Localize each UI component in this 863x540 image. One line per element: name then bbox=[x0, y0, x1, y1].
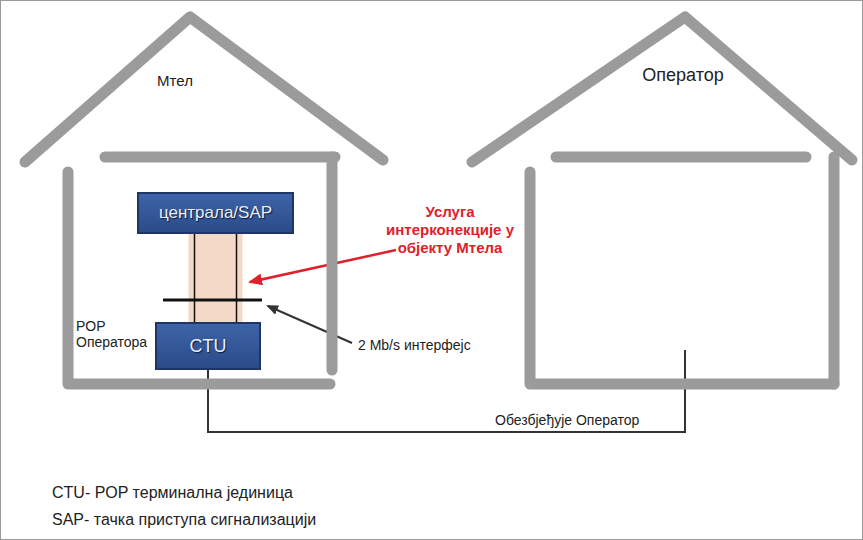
box-label: централа/SAP bbox=[159, 203, 272, 223]
house-wall bbox=[327, 157, 338, 370]
interconnection-link bbox=[189, 234, 243, 322]
house-wall bbox=[530, 172, 834, 384]
legend-note: CTU- POP терминална јединица bbox=[52, 484, 293, 502]
pop-label: POP Оператора bbox=[76, 318, 160, 350]
exchange-sap-box: централа/SAP bbox=[137, 192, 294, 234]
interface-label: 2 Mb/s интерфејс bbox=[358, 337, 471, 353]
legend-note: SAP- тачка приступа сигнализацији bbox=[52, 511, 316, 529]
interface-line bbox=[163, 299, 262, 302]
link-wire bbox=[194, 234, 196, 322]
house-wall bbox=[68, 172, 330, 384]
house-wall bbox=[829, 157, 840, 384]
service-callout: Услуга интерконекције у објекту Мтела bbox=[380, 203, 520, 257]
operator-building: Оператор bbox=[466, 12, 858, 390]
link-wire bbox=[236, 234, 238, 322]
interconnection-band bbox=[189, 234, 243, 322]
house-wall bbox=[472, 17, 852, 162]
mtel-building: Мтел централа/SAP CTU bbox=[20, 12, 388, 390]
box-label: CTU bbox=[190, 336, 227, 357]
house-wall bbox=[556, 152, 806, 163]
operator-line bbox=[208, 350, 685, 432]
building-name: Мтел bbox=[157, 72, 193, 89]
house-wall bbox=[25, 17, 383, 162]
service-leader-arrow bbox=[250, 250, 396, 282]
edge-label: Обезбјеђује Оператор bbox=[493, 412, 641, 428]
building-name: Оператор bbox=[642, 65, 723, 86]
interface-leader-arrow bbox=[268, 306, 352, 343]
house-wall bbox=[105, 152, 335, 163]
ctu-box: CTU bbox=[155, 322, 261, 370]
